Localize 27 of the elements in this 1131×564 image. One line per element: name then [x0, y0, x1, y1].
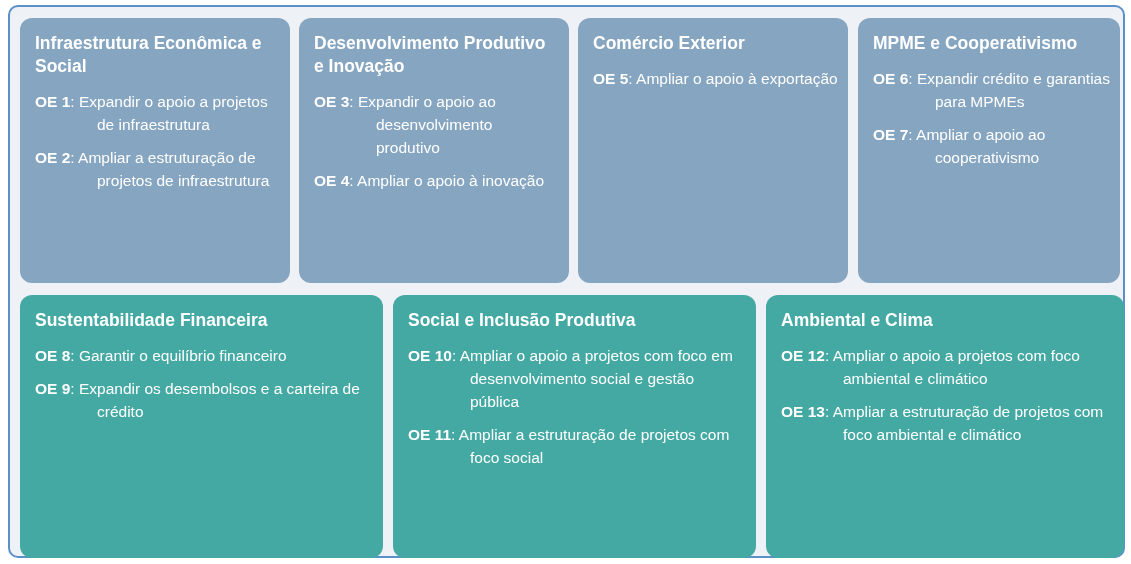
objective-text: OE 1: Expandir o apoio a projetos de infraestrutura [35, 92, 269, 135]
topic-card [20, 295, 383, 558]
card-heading: Desenvolvimento Produtivo e Inovação [314, 32, 547, 78]
objective-text: OE 10: Ampliar o apoio a projetos com foco em desenvolvimento social e gestão pública [408, 346, 734, 412]
objective-text: OE 11: Ampliar a estruturação de projetos com foco social [408, 425, 731, 468]
card-heading: Sustentabilidade Financeira [35, 309, 269, 332]
objective-text: OE 12: Ampliar o apoio a projetos com foco ambiental e climático [781, 346, 1081, 389]
topic-card [578, 18, 848, 283]
objective-text: OE 3: Expandir o apoio ao desenvolvimento produtivo [314, 92, 497, 158]
topic-card [20, 18, 290, 283]
card-heading: Ambiental e Clima [781, 309, 934, 332]
objective-text: OE 8: Garantir o equilíbrio financeiro [35, 346, 288, 366]
topic-card [766, 295, 1124, 558]
topic-card [393, 295, 756, 558]
card-heading: MPME e Cooperativismo [873, 32, 1079, 55]
objective-text: OE 6: Expandir crédito e garantias para MPMEs [873, 69, 1110, 112]
objective-text: OE 9: Expandir os desembolsos e a carteira de crédito [35, 379, 361, 422]
topic-card [299, 18, 569, 283]
objective-text: OE 7: Ampliar o apoio ao cooperativismo [873, 125, 1047, 168]
topic-card [858, 18, 1120, 283]
card-heading: Infraestrutura Econômica e Social [35, 32, 263, 78]
objective-text: OE 4: Ampliar o apoio à inovação [314, 171, 546, 191]
objective-text: OE 13: Ampliar a estruturação de projetos com foco ambiental e climático [781, 402, 1105, 445]
card-heading: Comércio Exterior [593, 32, 746, 55]
card-heading: Social e Inclusão Produtiva [408, 309, 637, 332]
objective-text: OE 2: Ampliar a estruturação de projetos de infraestrutura [35, 148, 271, 191]
objective-text: OE 5: Ampliar o apoio à exportação [593, 69, 838, 89]
